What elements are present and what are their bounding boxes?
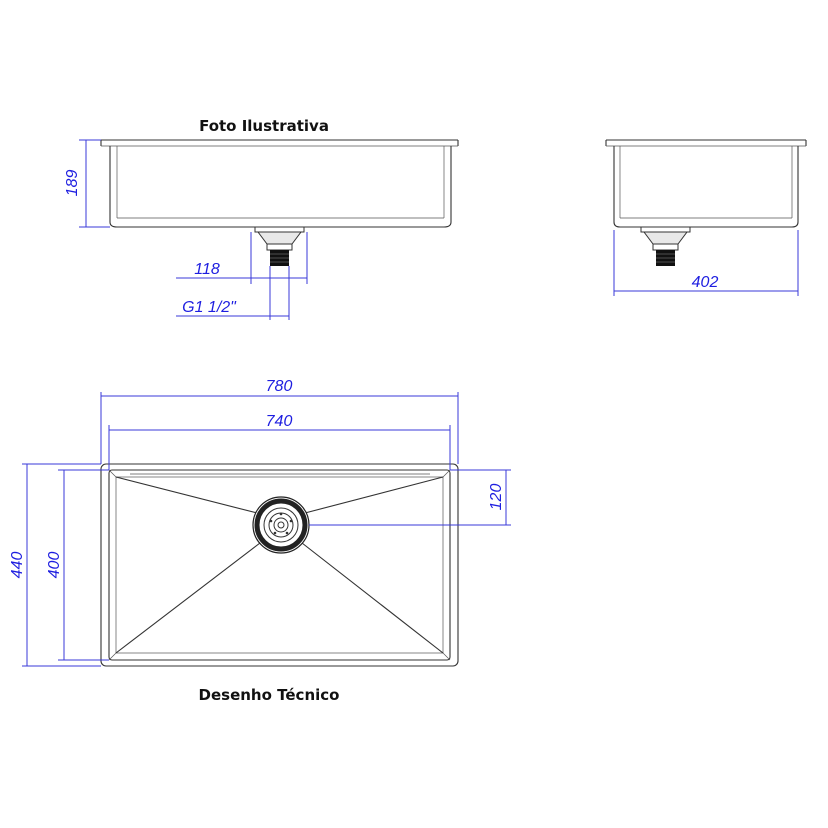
caption-foto-ilustrativa: Foto Ilustrativa (199, 117, 329, 135)
dim-drain-offset: 120 (309, 469, 511, 526)
dim-inner-width: 740 (108, 413, 451, 470)
dim-label-189: 189 (64, 170, 81, 197)
side-drain-icon (640, 226, 691, 266)
dim-label-118: 118 (194, 261, 220, 278)
plan-view (100, 463, 459, 667)
dim-label-120: 120 (488, 484, 505, 511)
dim-drain-thread: G1 1/2" (176, 266, 290, 320)
dim-label-400: 400 (46, 552, 63, 579)
dim-front-height: 189 (64, 139, 110, 228)
dim-label-780: 780 (266, 378, 293, 395)
dim-label-402: 402 (692, 274, 719, 291)
caption-desenho-tecnico: Desenho Técnico (199, 686, 340, 704)
dim-outer-width: 780 (100, 378, 459, 464)
dim-inner-depth: 400 (46, 469, 109, 661)
plan-drain-icon (252, 496, 310, 554)
side-view (605, 139, 807, 228)
dim-side-depth: 402 (613, 230, 799, 296)
dim-drain-body: 118 (176, 232, 308, 284)
dim-label-740: 740 (266, 413, 293, 430)
front-view (100, 139, 459, 228)
dim-label-440: 440 (9, 552, 26, 579)
front-drain-icon (254, 226, 305, 266)
dim-label-g1-half: G1 1/2" (182, 299, 237, 316)
dim-outer-depth: 440 (9, 463, 101, 667)
